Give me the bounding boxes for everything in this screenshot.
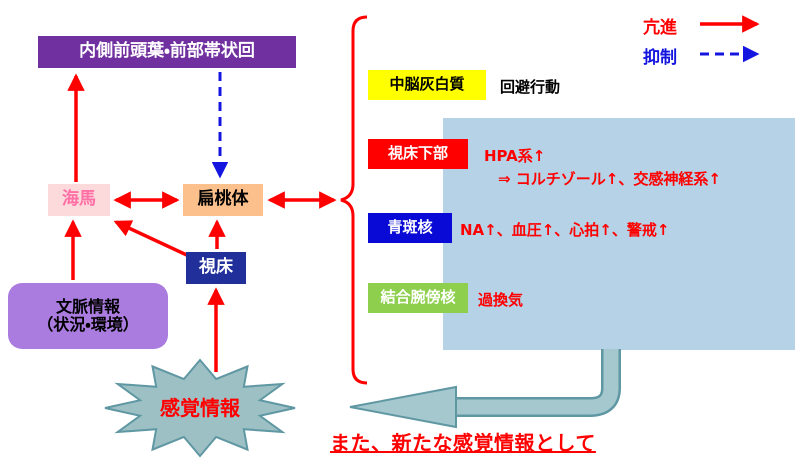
pag-effect-label: 回避行動 [500,78,561,96]
node-mpfc: 内側前頭葉・前部帯状回 [38,36,296,68]
footer-note: また、新たな感覚情報として [330,431,596,455]
outputs-bracket [340,15,368,385]
node-hypothalamus: 視床下部 [368,139,468,169]
sensory-info-label: 感覚情報 [160,395,240,420]
context-line2: （状況・環境） [37,315,139,334]
hypothalamus-effect-line2: ⇒ コルチゾール↑、交感神経系↑ [498,170,721,188]
legend-excite-label: 亢進 [643,18,677,38]
context-line1: 文脈情報 [55,296,120,316]
feedback-arrowhead [349,385,457,429]
node-thalamus: 視床 [186,252,246,284]
feedback-pipe [456,349,619,415]
feedback-pipe-outline [456,349,621,417]
node-locus-coeruleus: 青斑核 [368,213,452,243]
node-periaqueductal-gray: 中脳灰白質 [368,70,486,100]
arrow-thalamus-to-hippocampus [113,220,192,259]
sensory-burst-shape [104,358,296,458]
hypothalamus-effect-line1: HPA系↑ [484,147,546,165]
legend-inhibit-label: 抑制 [643,48,677,68]
parabrachial-effect-label: 過換気 [478,291,524,309]
locus-coeruleus-effect-label: NA↑、血圧↑、心拍↑、警戒↑ [460,221,670,239]
node-context-info: 文脈情報 （状況・環境） [8,283,168,349]
node-hippocampus: 海馬 [48,184,110,216]
node-amygdala: 扁桃体 [183,184,263,216]
outputs-panel [443,118,795,350]
node-parabrachial: 結合腕傍核 [368,283,468,313]
